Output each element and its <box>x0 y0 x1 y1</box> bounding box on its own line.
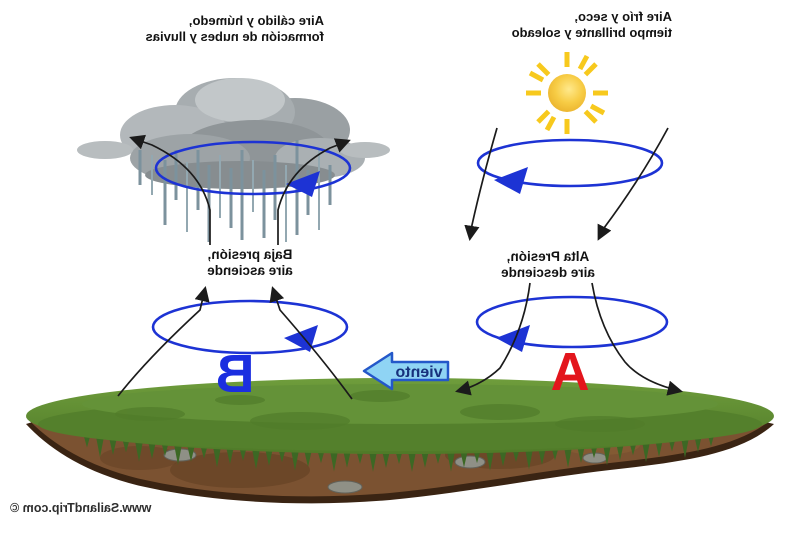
outflow-arrow <box>277 138 351 245</box>
wind-label: viento <box>395 364 442 381</box>
high-pressure-label-line1: Alta Presión, <box>507 249 590 264</box>
letter-b-low-pressure: B <box>216 344 255 404</box>
grass-top-light <box>82 384 718 424</box>
high-pressure-label-line2: aire desciende <box>501 265 595 280</box>
circulation-ellipse-high-upper <box>476 138 664 188</box>
circulation-ellipse-high-lower <box>475 295 669 349</box>
rising-air-arrow <box>269 286 353 400</box>
wind-arrow-shape <box>362 351 450 391</box>
descending-air-arrow <box>464 127 498 242</box>
watermark: www.SailandTrip.com © <box>9 501 152 515</box>
rain-cloud-icon <box>77 78 390 189</box>
wind-arrow: viento <box>362 351 450 391</box>
text-labels: Aire frío y seco, tiempo brillante y sol… <box>9 9 672 515</box>
mirrored-scene: viento Aire frío y seco, tiempo brillant… <box>9 9 774 515</box>
cold-air-label-line1: Aire frío y seco, <box>574 9 672 24</box>
circulation-arrowhead <box>286 171 320 197</box>
warm-air-label-line1: Aire cálido y húmedo, <box>189 13 324 28</box>
letter-a-high-pressure: A <box>551 342 590 402</box>
descending-air-arrow <box>597 127 669 241</box>
grass-blotches <box>115 390 645 432</box>
low-pressure-label-line1: Baja presión, <box>208 247 293 262</box>
outflow-arrow <box>129 134 211 245</box>
surface-wind-arrow <box>591 282 683 396</box>
circulation-ellipse-low-lower <box>151 299 349 355</box>
rising-air-arrow <box>117 286 210 397</box>
circulation-arrowhead <box>496 325 530 352</box>
circulation-arrowhead <box>494 167 528 194</box>
circulation-ellipse-low-upper <box>154 140 352 196</box>
warm-air-label-line2: formación de nubes y lluvias <box>146 29 324 44</box>
low-pressure-label-line2: aire asciende <box>207 263 293 278</box>
surface-wind-arrow <box>455 282 531 396</box>
cold-air-label-line2: tiempo brillante y soleado <box>512 25 672 40</box>
island-illustration <box>26 378 774 504</box>
airflow-arrows <box>117 127 683 400</box>
sun-icon <box>526 52 608 134</box>
